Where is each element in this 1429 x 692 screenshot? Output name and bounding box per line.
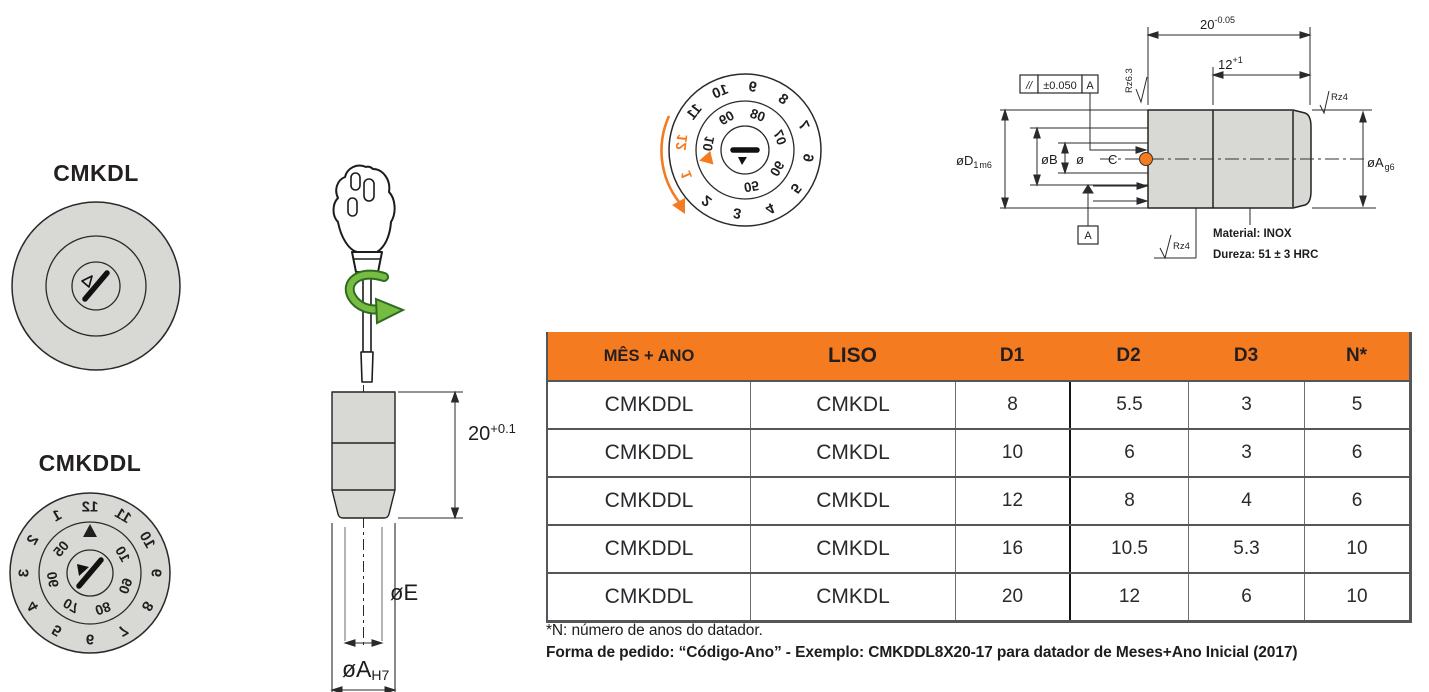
- table-header-cell: MÊS + ANO: [603, 346, 695, 365]
- svg-text:05: 05: [743, 178, 761, 195]
- table-cell: 6: [1069, 430, 1188, 476]
- svg-text:C: C: [1108, 152, 1117, 167]
- table-cell: 10: [1304, 574, 1409, 620]
- table-header-cell: D1: [999, 345, 1025, 366]
- table-cell: CMKDDL: [548, 574, 750, 620]
- svg-text:±0.050: ±0.050: [1043, 80, 1077, 92]
- svg-text:20+0.1: 20+0.1: [468, 421, 516, 445]
- table-cell: CMKDL: [750, 526, 955, 572]
- svg-text://: //: [1025, 80, 1033, 92]
- rz4-bottom-label: Rz4: [1173, 241, 1190, 252]
- table-header-cell: LISO: [827, 344, 877, 367]
- svg-text:10: 10: [136, 529, 159, 552]
- screwdriver-illustration: [332, 164, 406, 383]
- svg-text:06: 06: [767, 158, 788, 179]
- table-cell: CMKDL: [750, 478, 955, 524]
- table-cell: 4: [1188, 478, 1304, 524]
- svg-text:10: 10: [700, 135, 717, 152]
- svg-text:9: 9: [148, 569, 165, 577]
- table-cell: 5.3: [1188, 526, 1304, 572]
- technical-drawing: 20-0.05 12+1 Rz6.3 Rz4 Rz4 // ±0.050 A A…: [956, 15, 1395, 261]
- svg-text:9: 9: [748, 79, 758, 96]
- rotation-arrow-green: [344, 269, 406, 325]
- spec-table-header: MÊS + ANO LISO D1 D2 D3 N*: [548, 332, 1409, 380]
- svg-text:08: 08: [93, 598, 113, 618]
- table-header-cell: D2: [1116, 345, 1141, 366]
- datum-label: A: [1084, 230, 1092, 242]
- hardness-label: Dureza: 51 ± 3 HRC: [1213, 249, 1318, 261]
- footnotes: *N: número de anos do datador. Forma de …: [546, 620, 1429, 664]
- table-cell: CMKDDL: [548, 382, 750, 428]
- order-note: Forma de pedido: “Código-Ano” - Exemplo:…: [546, 644, 1298, 661]
- table-cell: 10.5: [1069, 526, 1188, 572]
- svg-text:øB: øB: [1041, 152, 1058, 167]
- svg-text:07: 07: [60, 595, 82, 617]
- table-cell: 8: [1069, 478, 1188, 524]
- c-point-marker: [1139, 152, 1153, 166]
- svg-text:11: 11: [684, 101, 706, 123]
- rz4-top-label: Rz4: [1331, 92, 1348, 103]
- svg-text:ø: ø: [1076, 152, 1084, 167]
- svg-text:12+1: 12+1: [1218, 55, 1243, 72]
- table-cell: CMKDL: [750, 430, 955, 476]
- table-cell: 10: [955, 430, 1069, 476]
- cmkdl-title: CMKDL: [53, 160, 139, 186]
- svg-text:6: 6: [86, 631, 94, 648]
- table-cell: 3: [1188, 382, 1304, 428]
- svg-text:øAg6: øAg6: [1367, 155, 1395, 172]
- pin-drawing: 20+0.1 øE øAH7: [330, 385, 516, 692]
- dia-e-label: øE: [390, 580, 418, 605]
- svg-text:06: 06: [43, 571, 61, 589]
- svg-text:20-0.05: 20-0.05: [1200, 15, 1235, 32]
- table-cell: CMKDDL: [548, 478, 750, 524]
- table-cell: 16: [955, 526, 1069, 572]
- table-cell: CMKDDL: [548, 526, 750, 572]
- svg-text:12: 12: [674, 133, 692, 151]
- svg-text:10: 10: [710, 81, 731, 102]
- table-header-cell: N*: [1345, 345, 1368, 366]
- svg-text:10: 10: [112, 543, 134, 565]
- svg-text:6: 6: [799, 153, 816, 163]
- table-cell: 6: [1304, 430, 1409, 476]
- svg-text:07: 07: [770, 128, 789, 147]
- table-cell: 6: [1188, 574, 1304, 620]
- svg-text:3: 3: [732, 204, 742, 221]
- svg-text:3: 3: [16, 569, 33, 577]
- table-cell: 5: [1304, 382, 1409, 428]
- table-header-cell: D3: [1233, 345, 1259, 366]
- table-cell: 8: [955, 382, 1069, 428]
- rz63-label: Rz6.3: [1124, 68, 1135, 93]
- svg-text:09: 09: [716, 108, 737, 129]
- table-cell: 3: [1188, 430, 1304, 476]
- table-cell: 6: [1304, 478, 1409, 524]
- cmkdl-dial: [8, 198, 184, 374]
- svg-text:08: 08: [748, 105, 768, 124]
- svg-text:11: 11: [112, 505, 134, 528]
- table-cell: 20: [955, 574, 1069, 620]
- cmkddl-title: CMKDDL: [38, 450, 142, 476]
- table-cell: CMKDL: [750, 574, 955, 620]
- svg-text:A: A: [1086, 80, 1094, 92]
- svg-text:09: 09: [116, 576, 136, 596]
- svg-text:12: 12: [82, 499, 99, 516]
- material-label: Material: INOX: [1213, 228, 1292, 240]
- dia-a-label: øAH7: [342, 656, 390, 683]
- table-cell: 12: [1069, 574, 1188, 620]
- table-cell: 5.5: [1069, 382, 1188, 428]
- table-cell: 12: [955, 478, 1069, 524]
- n-footnote: *N: número de anos do datador.: [546, 622, 763, 639]
- table-cell: 10: [1304, 526, 1409, 572]
- table-cell: CMKDDL: [548, 430, 750, 476]
- table-cell: CMKDL: [750, 382, 955, 428]
- svg-text:øD1m6: øD1m6: [956, 153, 992, 170]
